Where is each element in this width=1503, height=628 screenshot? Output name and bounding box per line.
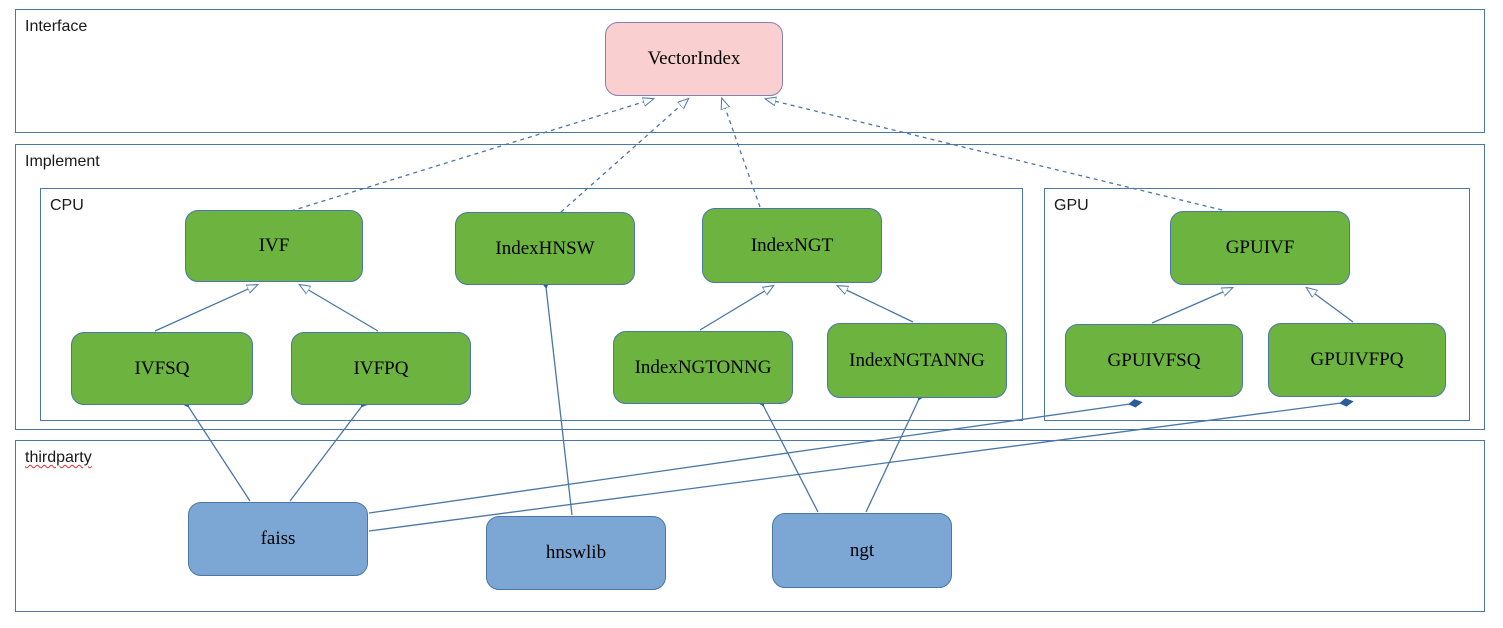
class-node-gpuivf[interactable]: GPUIVF bbox=[1170, 211, 1350, 285]
class-node-gpuivfsq[interactable]: GPUIVFSQ bbox=[1065, 324, 1243, 397]
class-node-ivf[interactable]: IVF bbox=[185, 210, 363, 282]
package-label-interface: Interface bbox=[25, 18, 88, 35]
class-node-indexngtonng[interactable]: IndexNGTONNG bbox=[613, 331, 793, 404]
package-label-cpu: CPU bbox=[50, 197, 84, 214]
class-node-indexngt[interactable]: IndexNGT bbox=[702, 208, 882, 283]
package-label-thirdparty: thirdparty bbox=[25, 449, 92, 466]
class-node-indexhnsw[interactable]: IndexHNSW bbox=[455, 212, 635, 285]
class-node-gpuivfpq[interactable]: GPUIVFPQ bbox=[1268, 323, 1446, 397]
class-node-ngt[interactable]: ngt bbox=[772, 513, 952, 588]
class-node-indexngtanng[interactable]: IndexNGTANNG bbox=[827, 323, 1007, 398]
class-node-faiss[interactable]: faiss bbox=[188, 502, 368, 576]
package-label-implement: Implement bbox=[25, 153, 100, 170]
package-label-gpu: GPU bbox=[1054, 197, 1089, 214]
class-node-ivfpq[interactable]: IVFPQ bbox=[291, 332, 471, 405]
class-node-hnswlib[interactable]: hnswlib bbox=[486, 516, 666, 590]
class-node-vectorindex[interactable]: VectorIndex bbox=[605, 22, 783, 96]
class-node-ivfsq[interactable]: IVFSQ bbox=[71, 332, 253, 405]
